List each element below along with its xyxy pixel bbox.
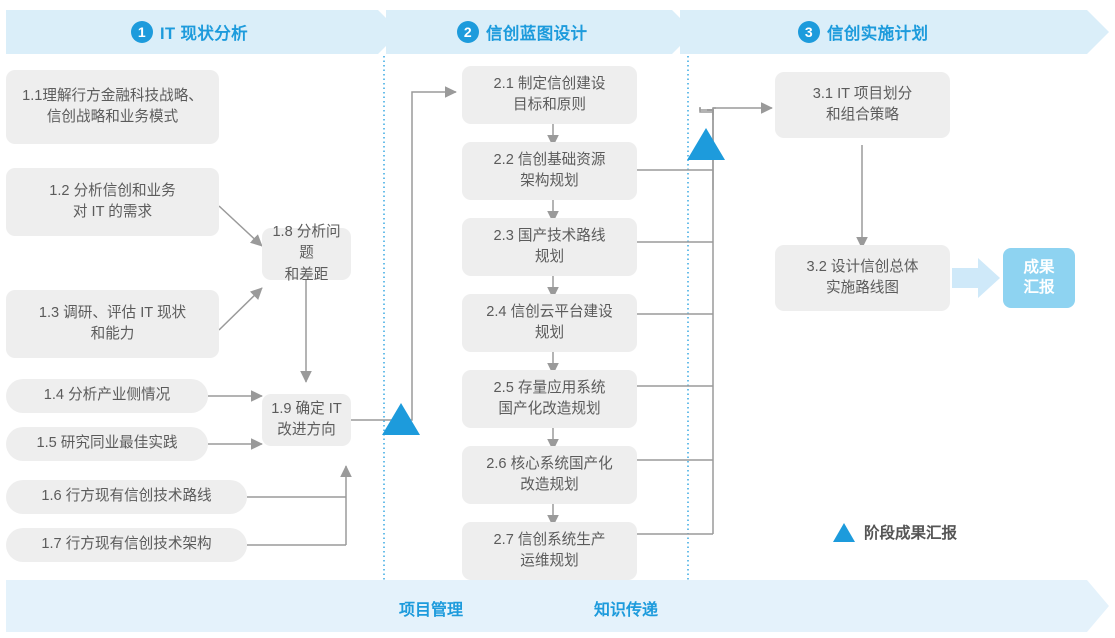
connector-elbow-to-3-1 — [699, 108, 713, 113]
connector-bus-top-to-3-1 — [699, 107, 713, 111]
phase-number-3: 3 — [798, 21, 820, 43]
node-1-4[interactable]: 1.4 分析产业侧情况 — [6, 379, 208, 413]
node-2-1[interactable]: 2.1 制定信创建设 目标和原则 — [462, 66, 637, 124]
phase-number-1: 1 — [131, 21, 153, 43]
node-1-5[interactable]: 1.5 研究同业最佳实践 — [6, 427, 208, 461]
connector-riser-to-3-1 — [712, 107, 716, 115]
phase-header-2[interactable]: 2 信创蓝图设计 — [457, 17, 587, 47]
connector-1-3-to-1-8 — [218, 287, 263, 331]
node-2-4[interactable]: 2.4 信创云平台建设 规划 — [462, 294, 637, 352]
node-2-2[interactable]: 2.2 信创基础资源 架构规划 — [462, 142, 637, 200]
triangle-icon — [833, 522, 855, 542]
node-1-6[interactable]: 1.6 行方现有信创技术路线 — [6, 480, 247, 514]
phase-title-2: 信创蓝图设计 — [486, 25, 588, 43]
connector-1-9-to-2-1 — [351, 86, 457, 421]
node-1-7[interactable]: 1.7 行方现有信创技术架构 — [6, 528, 247, 562]
legend-milestone: 阶段成果汇报 — [833, 521, 957, 543]
legend-label: 阶段成果汇报 — [864, 525, 958, 542]
node-1-3[interactable]: 1.3 调研、评估 IT 现状 和能力 — [6, 290, 219, 358]
milestone-triangle-phase1 — [382, 403, 420, 435]
milestone-triangle-phase2 — [687, 128, 725, 160]
phase-banner-1 — [6, 10, 400, 54]
node-2-6[interactable]: 2.6 核心系统国产化 改造规划 — [462, 446, 637, 504]
connector-1-2-to-1-8 — [218, 205, 263, 247]
node-2-7[interactable]: 2.7 信创系统生产 运维规划 — [462, 522, 637, 580]
phase-banner-3 — [680, 10, 1109, 54]
node-1-9[interactable]: 1.9 确定 IT 改进方向 — [262, 394, 351, 446]
phase-title-1: IT 现状分析 — [160, 25, 249, 43]
node-2-5[interactable]: 2.5 存量应用系统 国产化改造规划 — [462, 370, 637, 428]
phase-number-2: 2 — [457, 21, 479, 43]
node-3-2[interactable]: 3.2 设计信创总体 实施路线图 — [775, 245, 950, 311]
node-3-1[interactable]: 3.1 IT 项目划分 和组合策略 — [775, 72, 950, 138]
connector-3-2-to-result — [952, 258, 1000, 298]
footer-label-knowledge-transfer: 知识传递 — [594, 602, 659, 619]
node-1-1[interactable]: 1.1理解行方金融科技战略、 信创战略和业务模式 — [6, 70, 219, 144]
node-result-report[interactable]: 成果 汇报 — [1003, 248, 1075, 308]
node-2-3[interactable]: 2.3 国产技术路线 规划 — [462, 218, 637, 276]
phase-title-3: 信创实施计划 — [827, 25, 929, 43]
footer-label-project-management: 项目管理 — [399, 602, 464, 619]
footer-banner — [6, 580, 1109, 632]
phase-header-3[interactable]: 3 信创实施计划 — [798, 17, 928, 47]
node-1-8[interactable]: 1.8 分析问题 和差距 — [262, 224, 351, 283]
phase-header-1[interactable]: 1 IT 现状分析 — [131, 17, 248, 47]
node-1-2[interactable]: 1.2 分析信创和业务 对 IT 的需求 — [6, 168, 219, 236]
